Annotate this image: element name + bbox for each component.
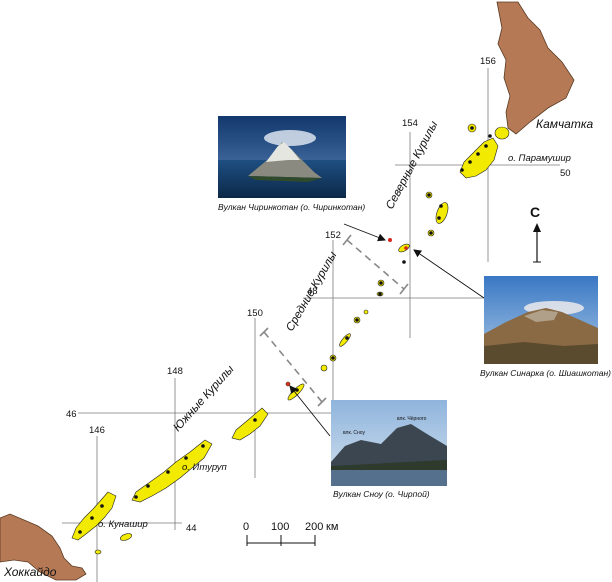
volcano-dot <box>345 336 349 340</box>
volcano-dot <box>78 530 82 534</box>
arrow-to-snow <box>289 385 331 437</box>
volcano-dot <box>460 168 464 172</box>
lat-label-46: 46 <box>66 409 77 420</box>
caption-chirinkotan-island: (о. Чиринкотан) <box>300 202 366 212</box>
lon-label-152: 152 <box>325 230 341 241</box>
photo-snow: влк. Сноу влк. Чёрного <box>331 400 447 486</box>
caption-sinarka: Вулкан Синарка (о. Шиашкотан) <box>480 368 611 378</box>
caption-sinarka-island: (о. Шиашкотан) <box>546 368 611 378</box>
volcano-dot <box>488 134 492 138</box>
island-label-kunashir: о. Кунашир <box>98 519 148 530</box>
lon-label-150: 150 <box>247 308 263 319</box>
volcano-dot <box>100 504 104 508</box>
volcano-dot <box>253 418 257 422</box>
arrow-to-sinarka <box>413 249 485 299</box>
lat-label-48: 48 <box>307 286 318 297</box>
caption-snow-volcano: Вулкан Сноу <box>333 489 383 499</box>
caption-snow-island: (о. Чирпой) <box>385 489 430 499</box>
lon-label-148: 148 <box>167 366 183 377</box>
caption-snow: Вулкан Сноу (о. Чирпой) <box>333 489 430 499</box>
island-shumshu <box>494 126 510 140</box>
island-iturup <box>131 439 213 503</box>
scale-bar-unit: км <box>326 521 338 533</box>
volcano-dot <box>476 152 480 156</box>
volcano-dot <box>90 516 94 520</box>
island-ushishir <box>363 309 369 315</box>
volcano-dot <box>429 231 433 235</box>
arrow-to-chirinkotan <box>343 223 386 242</box>
lon-label-156: 156 <box>480 56 496 67</box>
pointer-arrows <box>289 223 485 437</box>
lon-label-154: 154 <box>402 118 418 129</box>
island-label-iturup: о. Итуруп <box>182 462 228 473</box>
caption-sinarka-volcano: Вулкан Синарка <box>480 368 545 378</box>
boundary-middle-south-cap-a <box>259 327 269 337</box>
kamchatka-land <box>496 1 575 135</box>
island-label-paramushir: о. Парамушир <box>508 153 571 164</box>
region-label-kamchatka: Камчатка <box>536 117 594 131</box>
photo-sinarka <box>484 276 598 364</box>
photo-sinarka-image <box>484 276 598 364</box>
island-urup-main <box>231 407 269 441</box>
islands <box>71 123 510 555</box>
volcano-red-dot <box>286 382 290 386</box>
lat-label-44: 44 <box>186 523 197 534</box>
photo-chirinkotan <box>218 116 346 198</box>
volcano-dot <box>355 318 359 322</box>
island-shiashkotan <box>398 243 410 253</box>
boundary-north-middle-cap-b <box>399 283 409 295</box>
volcano-dot <box>439 204 443 208</box>
volcano-dot <box>437 216 441 220</box>
ridge-boundaries <box>259 234 409 407</box>
volcano-markers <box>78 126 492 534</box>
inset-label-snow: влк. Сноу <box>343 430 366 436</box>
lon-label-146: 146 <box>89 425 105 436</box>
north-arrow: С <box>530 204 541 263</box>
north-arrow-head <box>533 223 541 232</box>
region-label-hokkaido: Хоккайдо <box>3 565 57 579</box>
volcano-dot <box>166 470 170 474</box>
volcano-red-dot <box>388 238 392 242</box>
boundary-middle-south <box>263 331 323 403</box>
volcano-dot <box>146 484 150 488</box>
volcano-red-dot <box>404 246 408 250</box>
volcano-dot <box>184 456 188 460</box>
ridge-label-middle: Средние Курилы <box>284 249 340 333</box>
island-shikotan <box>119 533 133 541</box>
volcano-dot <box>484 144 488 148</box>
scale-bar-label-200: 200 <box>305 521 323 533</box>
lat-label-50: 50 <box>560 168 571 179</box>
volcano-dot <box>378 292 382 296</box>
caption-chirinkotan-volcano: Вулкан Чиринкотан <box>218 202 299 212</box>
volcano-dot <box>402 260 406 264</box>
boundary-middle-south-cap-b <box>317 397 327 407</box>
caption-chirinkotan: Вулкан Чиринкотан (о. Чиринкотан) <box>218 202 365 212</box>
island-paramushir <box>459 137 499 179</box>
volcano-dot <box>331 356 335 360</box>
photo-snow-image: влк. Сноу влк. Чёрного <box>331 400 447 486</box>
boundary-north-middle-cap-a <box>342 234 352 246</box>
north-label: С <box>530 204 540 220</box>
volcano-dot <box>201 444 205 448</box>
island-kunashir <box>71 491 117 541</box>
volcano-dot <box>379 281 383 285</box>
boundary-north-middle <box>346 239 405 290</box>
hokkaido-land <box>0 513 87 581</box>
volcano-dot <box>295 388 299 392</box>
island-habomai <box>94 549 102 555</box>
volcano-dot <box>470 126 474 130</box>
volcano-dot <box>134 495 138 499</box>
inset-label-chernogo: влк. Чёрного <box>397 416 427 422</box>
scale-bar <box>246 535 316 546</box>
island-chirpoy <box>320 364 328 372</box>
island-simushir <box>339 333 351 347</box>
volcano-dot <box>468 160 472 164</box>
scale-bar-label-100: 100 <box>271 521 289 533</box>
photo-chirinkotan-image <box>218 116 346 198</box>
scale-bar-label-0: 0 <box>243 521 249 533</box>
volcano-dot <box>427 193 431 197</box>
